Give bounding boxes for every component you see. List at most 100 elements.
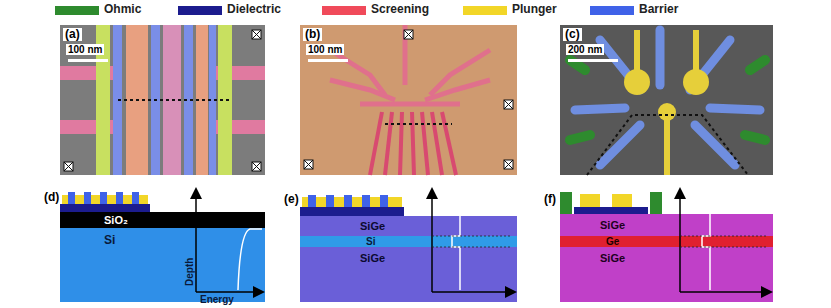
illustration-shape	[370, 112, 382, 175]
scale-bar-label: 200 nm	[566, 44, 604, 55]
panel-letter: (e)	[284, 193, 299, 206]
legend-text: Ohmic	[104, 2, 141, 16]
legend-swatch	[322, 6, 366, 15]
illustration-shape	[64, 30, 261, 171]
layer-name: Si	[104, 234, 115, 246]
illustration-shape	[326, 195, 334, 207]
illustration-shape	[68, 192, 75, 205]
illustration-shape	[745, 135, 765, 140]
panel-letter: (f)	[544, 193, 556, 206]
illustration-shape	[624, 30, 709, 175]
illustration-shape	[300, 25, 517, 175]
illustration-shape	[412, 112, 414, 175]
illustration-shape	[84, 192, 91, 205]
illustration-shape	[432, 112, 442, 175]
panel-letter: (d)	[44, 191, 59, 204]
illustration-shape	[658, 103, 676, 121]
illustration-shape	[118, 99, 232, 101]
layer-band: SiGe	[300, 216, 517, 236]
illustration-shape	[624, 69, 650, 95]
layer-name: Ge	[606, 237, 619, 247]
layer-name: SiO₂	[104, 215, 128, 226]
layer-band: SiO₂	[60, 212, 265, 228]
illustration-shape	[504, 160, 513, 169]
illustration-shape	[422, 112, 428, 175]
illustration-shape	[60, 66, 120, 80]
layer-band: SiGe	[300, 247, 517, 302]
layer-band: SiGe	[560, 214, 773, 236]
panel-letter: (a)	[63, 28, 82, 41]
illustration-shape	[664, 115, 670, 175]
illustration-shape	[308, 195, 388, 207]
illustration-shape	[693, 30, 699, 75]
illustration-shape	[68, 59, 108, 62]
illustration-shape	[580, 194, 600, 207]
illustration-shape	[300, 207, 404, 216]
scale-bar-label: 100 nm	[306, 44, 344, 55]
illustration-shape	[330, 25, 490, 104]
illustration-shape	[360, 102, 460, 107]
illustration-shape	[132, 192, 139, 205]
illustration-shape	[64, 162, 73, 171]
panel-letter: (b)	[303, 28, 322, 41]
layer-band: Si	[300, 236, 517, 247]
illustration-shape	[574, 207, 648, 214]
illustration-shape	[400, 112, 402, 175]
axis-label: Depth	[184, 258, 195, 286]
layer-band: SiGe	[560, 247, 773, 302]
illustration-shape	[252, 30, 261, 39]
layer-name: SiGe	[360, 253, 385, 264]
illustration-shape	[370, 112, 456, 175]
legend-text: Dielectric	[227, 2, 281, 16]
layer-name: SiGe	[600, 253, 625, 264]
illustration-shape	[634, 30, 640, 75]
illustration-shape	[344, 195, 352, 207]
legend-swatch	[590, 6, 634, 15]
illustration-shape	[308, 195, 316, 207]
legend-text: Screening	[371, 2, 429, 16]
illustration-shape	[60, 25, 265, 175]
illustration-shape	[442, 112, 456, 175]
illustration-shape	[656, 30, 665, 85]
illustration-shape	[695, 125, 735, 165]
illustration-shape	[64, 162, 73, 171]
illustration-shape	[68, 192, 139, 205]
illustration-shape	[504, 100, 513, 109]
panel-letter: (c)	[563, 28, 582, 41]
legend-text: Barrier	[639, 2, 678, 16]
illustration-shape	[385, 123, 452, 125]
legend-text: Plunger	[512, 2, 557, 16]
scale-bar-label: 100 nm	[66, 44, 104, 55]
illustration-shape	[304, 160, 313, 169]
illustration-shape	[683, 69, 709, 95]
illustration-shape	[100, 192, 107, 205]
illustration-shape	[308, 59, 348, 62]
layer-name: Si	[366, 237, 375, 247]
illustration-shape	[252, 162, 261, 171]
illustration-shape	[560, 25, 773, 175]
illustration-shape	[560, 192, 572, 214]
legend-swatch	[463, 6, 507, 15]
illustration-shape	[304, 160, 313, 169]
illustration-shape	[750, 60, 765, 70]
illustration-shape	[116, 192, 123, 205]
illustration-shape	[380, 195, 388, 207]
illustration-shape	[425, 80, 490, 100]
illustration-shape	[404, 30, 413, 39]
illustration-shape	[710, 108, 760, 110]
illustration-shape	[568, 59, 618, 62]
illustration-shape	[60, 120, 120, 134]
layer-name: SiGe	[600, 220, 625, 231]
illustration-shape	[570, 135, 590, 140]
legend-swatch	[178, 6, 222, 15]
layer-band: Ge	[560, 236, 773, 247]
layer-band: Si	[60, 228, 265, 302]
illustration-shape	[252, 30, 261, 39]
illustration-shape	[252, 162, 261, 171]
axis-label: Energy	[200, 294, 234, 305]
illustration-shape	[587, 115, 748, 175]
layer-name: SiGe	[360, 221, 385, 232]
illustration-shape	[575, 108, 625, 110]
illustration-shape	[404, 30, 413, 39]
illustration-shape	[362, 195, 370, 207]
